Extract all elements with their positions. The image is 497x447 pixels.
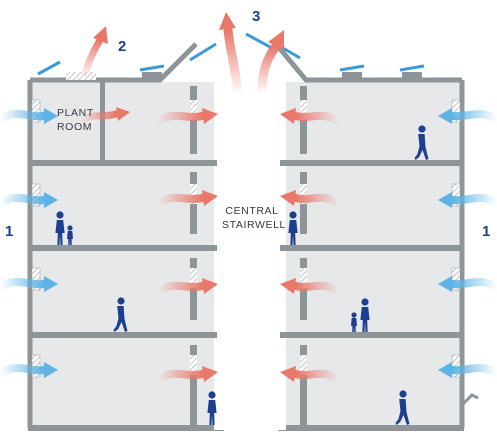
arrow-head xyxy=(280,278,296,294)
plant-room-label-line2: ROOM xyxy=(57,121,93,133)
stack-arrow xyxy=(223,25,243,99)
callout-fresh-air-right: 1 xyxy=(482,223,491,240)
exhaust-air-arrow xyxy=(292,193,342,208)
arrow-head xyxy=(280,366,296,382)
arrow-head xyxy=(93,26,108,44)
arrow-head xyxy=(438,276,452,292)
stack-exhaust-arrows xyxy=(80,12,284,99)
fresh-air-arrow xyxy=(448,363,497,378)
fresh-air-arrow xyxy=(0,363,48,378)
stair-landing xyxy=(280,245,300,251)
arrow-head xyxy=(219,12,236,30)
arrow-head xyxy=(438,108,452,124)
arrow-head xyxy=(202,108,218,124)
arrow-head xyxy=(116,107,130,121)
fresh-air-arrow xyxy=(0,193,48,208)
stair-landing xyxy=(197,332,217,338)
fresh-air-arrow xyxy=(448,109,497,124)
stair-landing xyxy=(197,245,217,251)
arrow-head xyxy=(44,276,58,292)
arrow-head xyxy=(268,30,284,50)
arrow-head xyxy=(44,192,58,208)
stack-arrow xyxy=(257,41,281,99)
exhaust-air-arrow xyxy=(154,193,206,208)
fresh-air-arrow xyxy=(0,277,48,292)
exhaust-air-arrow xyxy=(292,111,342,126)
central-stairwell xyxy=(214,60,286,430)
plant-room-label-line1: PLANT xyxy=(57,107,94,119)
stairwell-label-line1: CENTRAL xyxy=(225,205,279,217)
arrow-head xyxy=(202,366,218,382)
arrow-head xyxy=(202,278,218,294)
exhaust-air-arrow xyxy=(154,111,206,126)
arrow-head xyxy=(280,108,296,124)
stairwell-label-line2: STAIRWELL xyxy=(222,219,286,231)
exhaust-air-arrow xyxy=(154,281,206,296)
arrow-head xyxy=(202,190,218,206)
arrow-head xyxy=(44,362,58,378)
fresh-air-arrow xyxy=(448,193,497,208)
stair-landing xyxy=(280,332,300,338)
roof-vent-arrow xyxy=(80,36,104,82)
arrow-head xyxy=(44,108,58,124)
arrow-head xyxy=(438,362,452,378)
callout-stack-effect: 3 xyxy=(252,8,261,25)
exhaust-air-arrow xyxy=(154,369,206,384)
exhaust-air-arrow xyxy=(292,281,342,296)
central-stairwell-label: CENTRAL STAIRWELL xyxy=(222,204,286,232)
fresh-air-arrows xyxy=(0,108,497,378)
left-wing xyxy=(27,42,224,431)
callout-fresh-air-left: 1 xyxy=(5,223,14,240)
arrow-head xyxy=(280,190,296,206)
arrow-head xyxy=(438,192,452,208)
exhaust-air-arrows xyxy=(76,107,342,384)
fresh-air-arrow xyxy=(0,109,48,124)
fresh-air-arrow xyxy=(448,277,497,292)
callout-roof-vent: 2 xyxy=(118,38,127,55)
stair-landing xyxy=(280,160,300,166)
plant-room-label: PLANT ROOM xyxy=(57,106,94,134)
exhaust-air-arrow xyxy=(76,110,120,126)
exhaust-air-arrow xyxy=(292,369,342,384)
stair-landing xyxy=(197,160,217,166)
roof-vent-housings xyxy=(142,72,422,80)
